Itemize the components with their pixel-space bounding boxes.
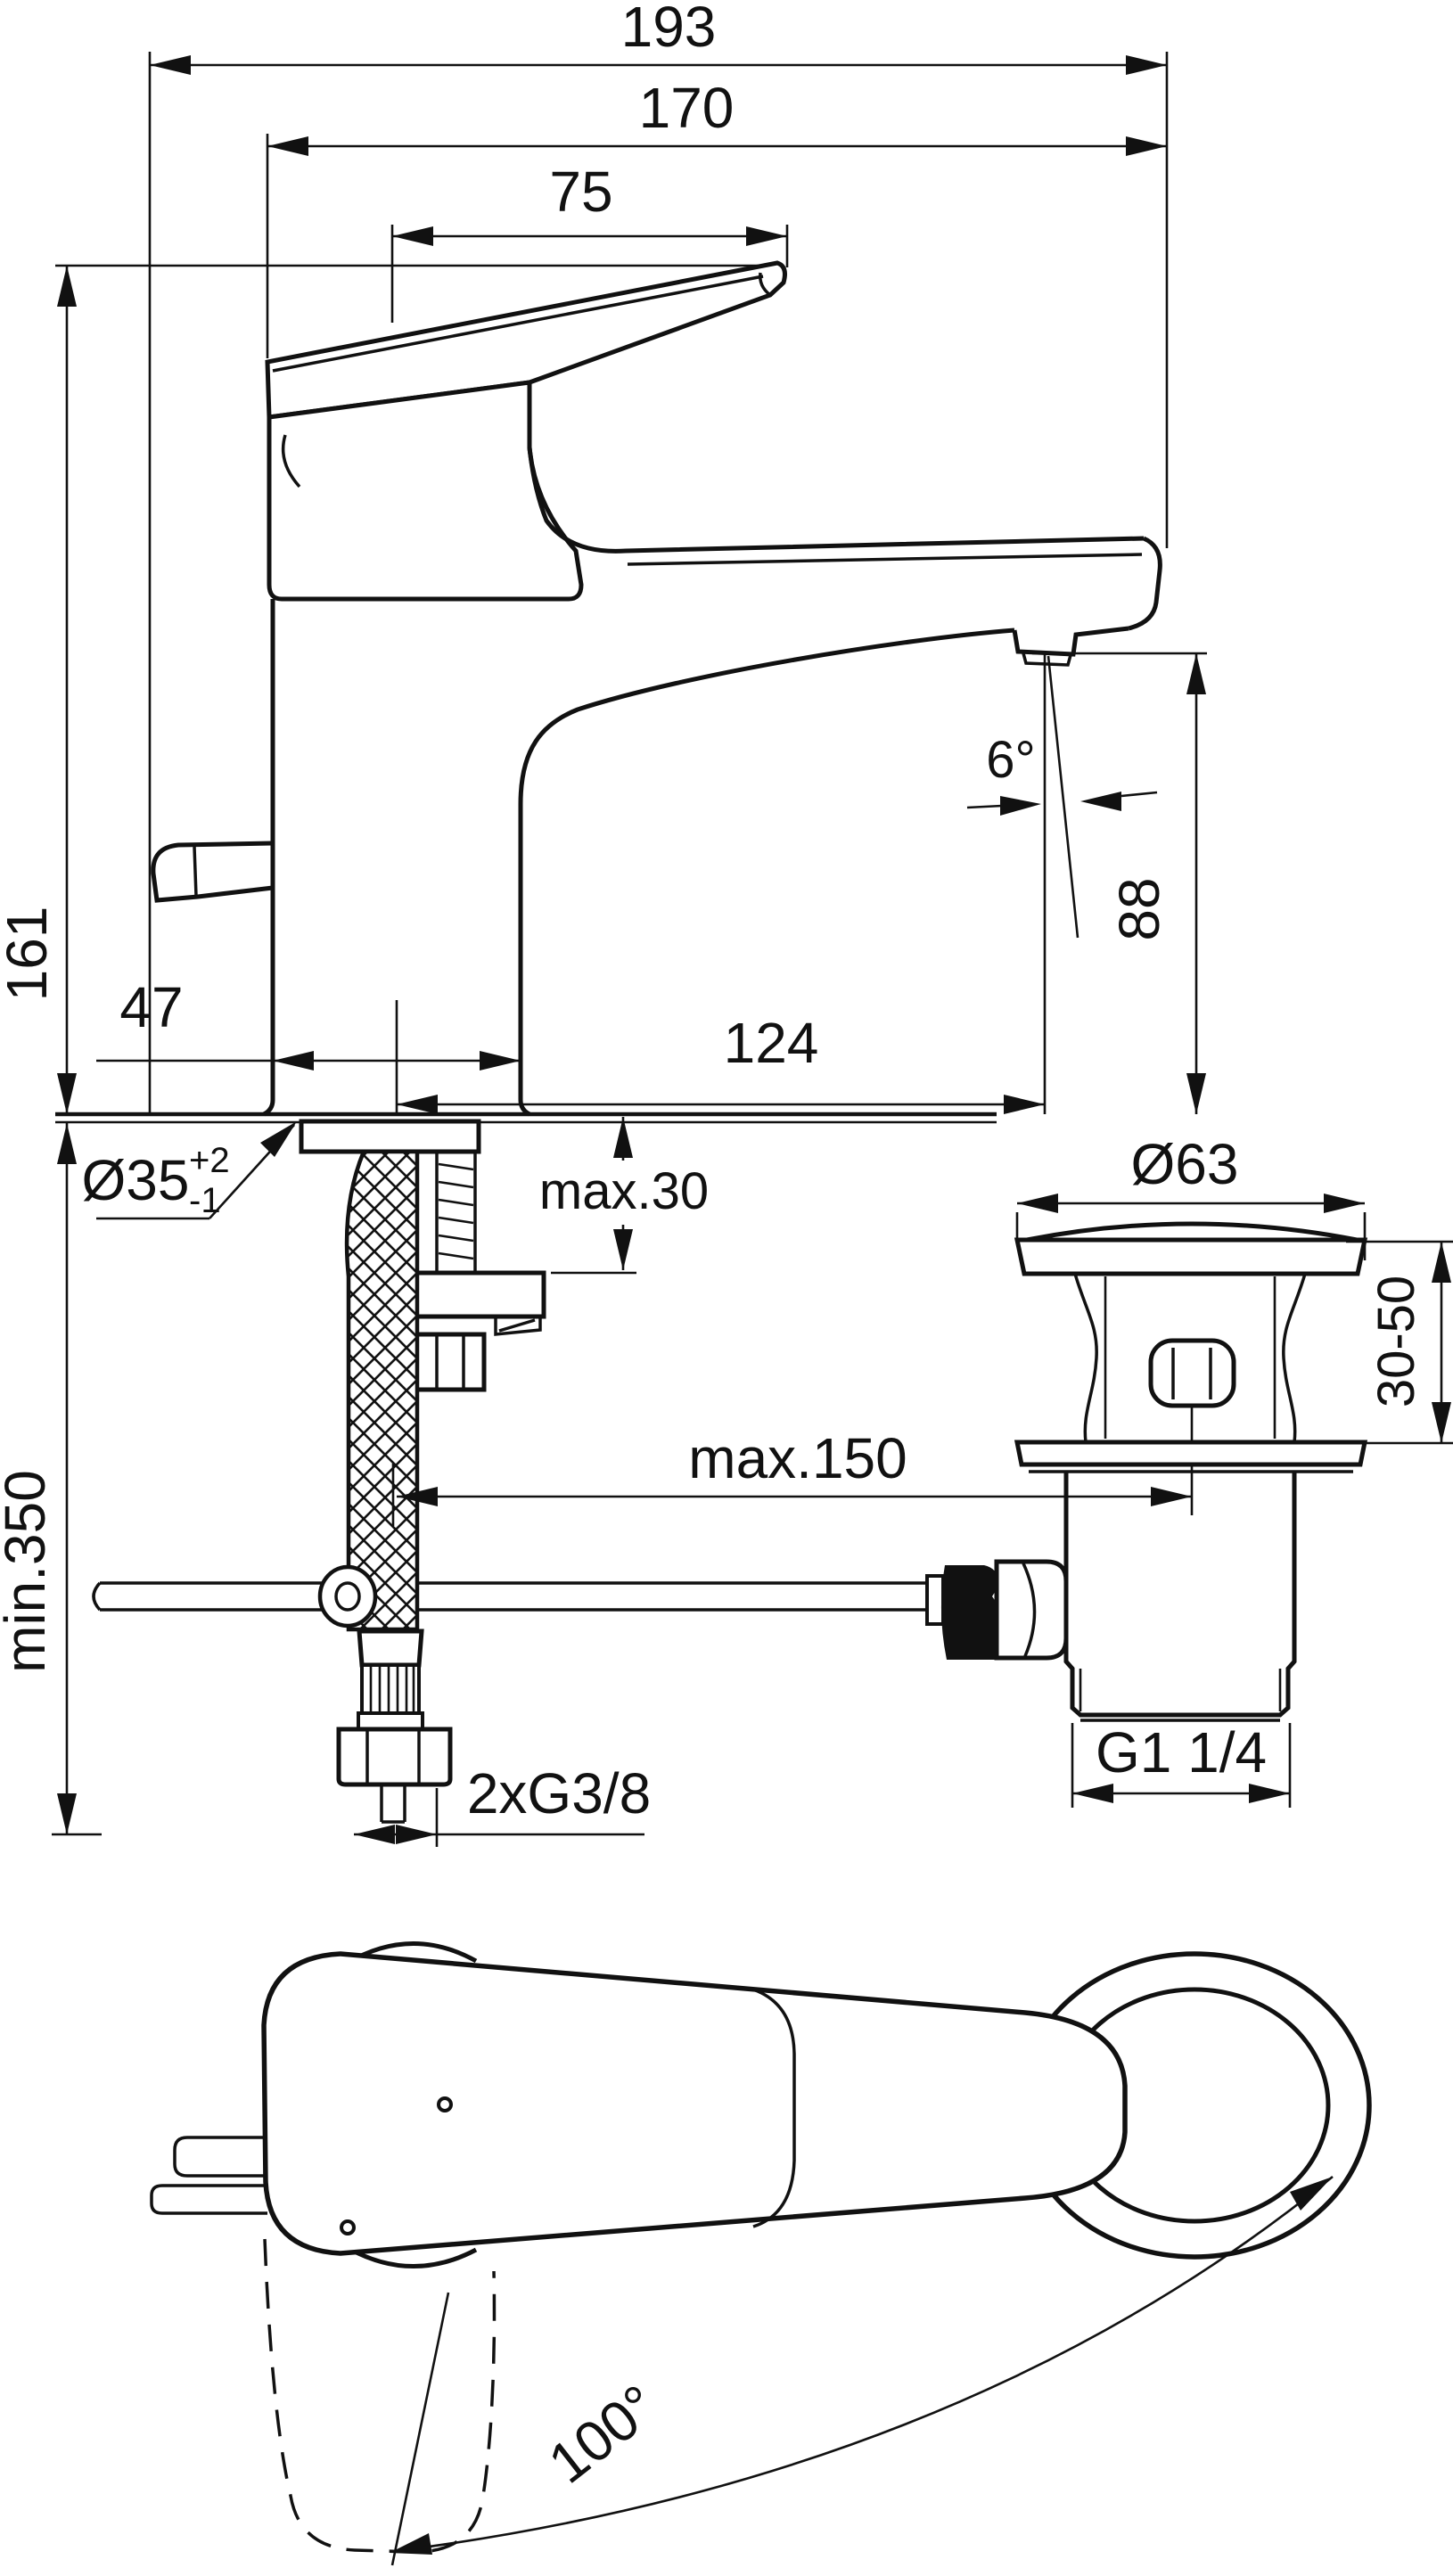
aerator-tab [150,2184,267,2215]
rod-ball-joint [925,1559,1069,1661]
dim-label-47: 47 [119,975,183,1039]
dim-label-35-lower-tol: -1 [189,1181,221,1220]
mounting-nut [414,1332,487,1392]
dim-label-2xG38: 2xG3/8 [467,1761,651,1825]
g38-hex-nut [336,1727,453,1787]
waste-tailpipe [1063,1472,1297,1718]
dim-label-170: 170 [639,76,735,140]
spout-side-bottom [346,2245,478,2268]
top-view: 100° [150,1941,1372,2566]
dim-max30-deck-thickness: max.30 [539,1117,709,1275]
dim-label-124: 124 [724,1011,819,1075]
handle-hook-inner-line [193,846,198,897]
spout-top-edge [527,447,1145,554]
handle-pin-dot-2 [340,2219,356,2236]
dim-label-min350: min.350 [0,1470,57,1673]
handle-crease-line [752,1988,796,2228]
cartridge-head-arc-detail [281,434,301,488]
dim-label-max150: max.150 [688,1426,907,1490]
pop-up-pull-rod [92,1581,927,1612]
dim-G114-drain-thread: G1 1/4 [1071,1720,1292,1808]
spout-underside [518,628,1015,805]
ball-joint-nut [994,1559,1069,1661]
hose-collar-upper [357,1628,424,1668]
dim-label-161: 161 [0,907,59,1002]
stud-thread-ticks [438,1162,474,1260]
dim-max150-rod-to-drain: max.150 [391,1426,1192,1526]
supply-hose [317,1149,453,1824]
dim-label-diameter-35: Ø35 [82,1148,190,1212]
callout-mounting-hole: Ø35 +2 -1 [82,1121,297,1220]
handle-lever-tip-cap [758,272,772,297]
waste-neck-right [1282,1273,1307,1443]
shank-flange [299,1119,481,1154]
dim-47-base-width: 47 [96,975,521,1071]
side-view: 193 170 75 161 [0,0,1453,1847]
dim-75-handle-length: 75 [392,160,787,246]
spring-clip [494,1317,542,1336]
cartridge-head [267,380,584,602]
dim-label-75: 75 [549,160,612,224]
hose-collar-lower [357,1711,424,1731]
body-right-edge [518,804,531,1117]
handle-swung-position-dashed [263,2238,497,2554]
ball-joint-clamp [940,1565,999,1660]
waste-lever-window [1148,1338,1236,1408]
dim-label-193: 193 [621,0,717,59]
aerator-insert [1022,652,1072,667]
aerator-housing [1012,626,1129,657]
dim-label-63: Ø63 [1131,1132,1239,1196]
waste-flange [1014,1237,1368,1276]
dim-88-spout-height: 88 [1032,652,1207,1114]
dim-label-88: 88 [1107,877,1171,940]
spout-top-inner-line [627,553,1143,566]
g38-pipe-stub [380,1784,406,1824]
handle-top-view [261,1951,1128,2256]
waste-neck-left [1073,1273,1098,1443]
pop-up-waste: Ø63 [1014,1132,1453,1808]
dim-161-body-height: 161 [0,266,77,1114]
dim-170-spout-projection: 170 [267,76,1167,156]
dim-30-50-installation-depth: 30-50 [1335,1240,1453,1445]
waste-plug-dome [1026,1221,1358,1243]
handle-lever-top-face-line [272,275,764,373]
waste-lower-flange [1014,1440,1368,1467]
dim-label-max30: max.30 [539,1162,709,1220]
dim-63-flange-diameter: Ø63 [1015,1132,1367,1260]
dim-124-spout-reach: 124 [395,1000,1045,1116]
dim-2xG38-supply-thread: 2xG3/8 [354,1761,651,1847]
dim-min350-hose-length: min.350 [0,1123,102,1836]
dim-label-100deg: 100° [537,2373,669,2496]
dim-193-overall-depth: 193 [150,0,1167,75]
mounting-assembly [299,1119,546,1392]
handle-lever-blade [265,260,787,420]
handle-open-position-hook [151,841,274,903]
dim-label-6deg: 6° [986,731,1035,789]
handle-pin-dot-1 [437,2096,453,2112]
dim-label-G114: G1 1/4 [1096,1720,1267,1784]
dim-label-30-50: 30-50 [1367,1276,1425,1407]
dim-6deg-jet-angle: 6° [966,653,1158,1114]
dim-label-35-upper-tol: +2 [189,1141,230,1180]
spout-tip-tab [173,2136,267,2178]
body-left-edge [262,599,275,1117]
spout-tip-front [1128,536,1162,631]
